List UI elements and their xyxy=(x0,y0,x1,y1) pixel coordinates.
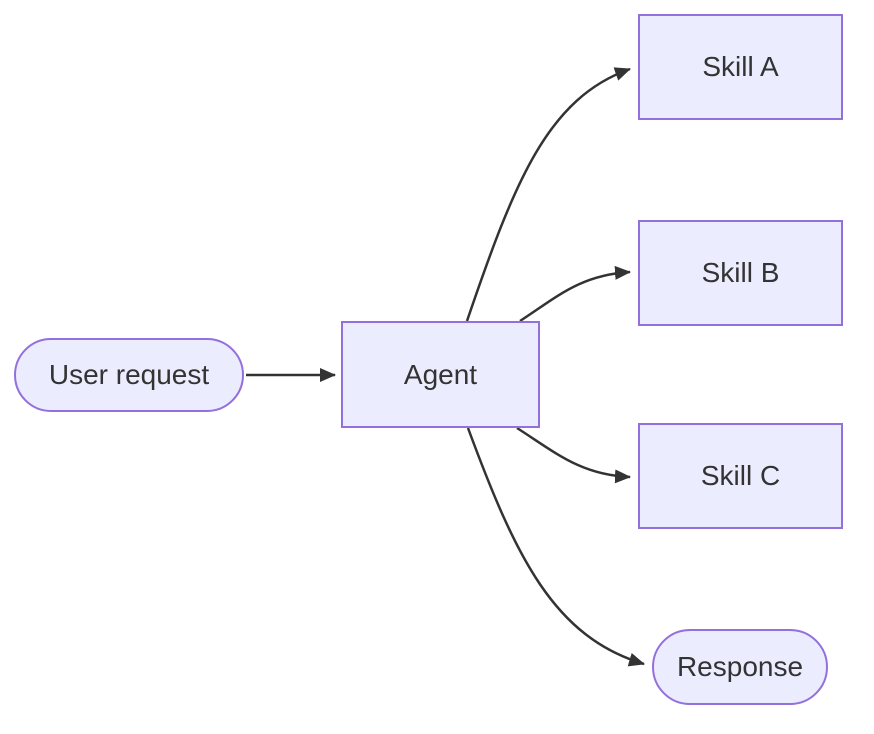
node-skill-b: Skill B xyxy=(638,220,843,326)
node-skill-a: Skill A xyxy=(638,14,843,120)
node-agent: Agent xyxy=(341,321,540,428)
edge-agent-to-skill-a xyxy=(465,67,631,322)
node-response: Response xyxy=(652,629,828,705)
edge-agent-to-response xyxy=(466,427,645,667)
edge-agent-to-skill-b xyxy=(519,265,631,323)
node-skill-c: Skill C xyxy=(638,423,843,529)
edge-agent-to-skill-c xyxy=(516,426,631,484)
node-user-request-label: User request xyxy=(48,359,210,390)
node-skill-b-label: Skill B xyxy=(701,257,780,288)
node-response-label: Response xyxy=(676,651,804,682)
node-user-request: User request xyxy=(14,338,244,412)
node-skill-a-label: Skill A xyxy=(702,51,779,82)
node-agent-label: Agent xyxy=(403,358,478,390)
node-skill-c-label: Skill C xyxy=(700,460,781,491)
